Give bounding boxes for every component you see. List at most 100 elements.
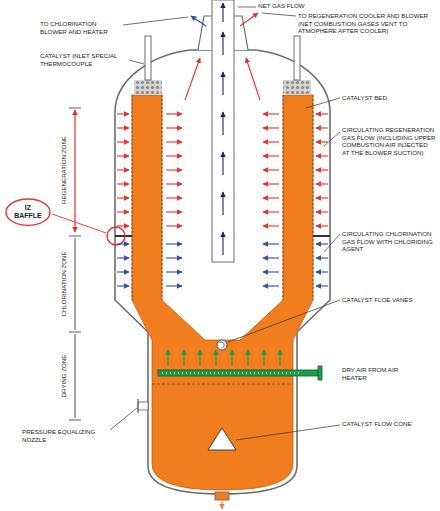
part-label: CATALYST BED	[342, 94, 436, 102]
gas-flow-arrow	[316, 197, 328, 198]
gas-flow-arrow	[166, 257, 182, 258]
gas-flow-arrow	[316, 211, 328, 212]
gas-flow-arrow	[222, 152, 223, 175]
gas-flow-arrow	[263, 155, 279, 156]
gas-flow-arrow	[166, 271, 182, 272]
catalyst-inlet-pipe	[294, 36, 300, 80]
gas-flow-arrow	[117, 225, 129, 226]
leader-line	[228, 300, 340, 342]
gas-flow-arrow	[316, 141, 328, 142]
gas-flow-arrow	[117, 183, 129, 184]
gas-flow-arrow	[263, 127, 279, 128]
flow-vane-swirl	[219, 342, 224, 348]
leader-line	[236, 425, 340, 440]
gas-flow-arrow	[263, 243, 279, 244]
leader-line	[324, 132, 340, 146]
leader-line	[129, 60, 144, 64]
gas-flow-arrow	[247, 350, 248, 366]
zone-label: REGENERATION ZONE	[60, 136, 68, 204]
gas-flow-arrow	[117, 257, 129, 258]
gas-flow-arrow	[166, 113, 182, 114]
gas-flow-arrow	[316, 271, 328, 272]
zone-tick	[69, 420, 81, 421]
zone-bracket	[74, 110, 75, 232]
gas-flow-arrow	[183, 350, 184, 366]
gas-flow-arrow	[279, 350, 280, 366]
gas-flow-arrow	[221, 500, 222, 509]
distributor-line	[152, 384, 293, 385]
leader-line	[324, 234, 340, 252]
gas-flow-arrow	[117, 141, 129, 142]
gas-flow-arrow	[166, 197, 182, 198]
callout-text-box: IZ BAFFLE	[14, 204, 42, 221]
part-label: CATALYST FLOE VANES	[342, 296, 436, 304]
gas-flow-arrow	[316, 169, 328, 170]
gas-flow-arrow	[166, 155, 182, 156]
catalyst-outlet	[215, 492, 229, 500]
leader-line	[123, 17, 188, 25]
gas-flow-arrow	[117, 113, 129, 114]
callout-oval: IZ BAFFLE	[5, 198, 51, 226]
gas-flow-arrow	[316, 285, 328, 286]
gas-flow-arrow	[166, 169, 182, 170]
gas-flow-arrow	[263, 197, 279, 198]
zone-bracket	[75, 238, 76, 330]
callout-text: IZ BAFFLE	[14, 204, 42, 221]
part-label: CATALYST FLOW CONE	[342, 420, 412, 428]
gas-flow-arrow	[191, 16, 206, 26]
gas-flow-arrow	[166, 127, 182, 128]
center-pipe	[212, 0, 234, 262]
leader-line	[238, 7, 256, 8]
gas-flow-arrow	[263, 141, 279, 142]
highlight-circle	[107, 227, 125, 245]
flow-label: CIRCULATING REGENERATION GAS FLOW (INCLU…	[342, 126, 436, 156]
leader-line	[306, 98, 340, 108]
catalyst-inlet-gravel	[283, 80, 311, 95]
leader-line	[262, 13, 296, 16]
gas-flow-arrow	[166, 285, 182, 286]
gas-flow-arrow	[167, 350, 168, 366]
gas-flow-arrow	[222, 112, 223, 135]
inner-screen	[162, 95, 163, 300]
iz-baffle	[115, 235, 132, 237]
flow-label: NET GAS FLOW	[258, 2, 322, 10]
gas-flow-arrow	[117, 243, 129, 244]
outer-screen	[132, 95, 133, 300]
gas-flow-arrow	[316, 225, 328, 226]
flow-label: TO REGENERATION COOLER AND BLOWER (NET C…	[298, 12, 436, 35]
catalyst-inlet-gravel	[134, 80, 162, 95]
flow-label: CIRCULATING CHLORINATION GAS FLOW WITH C…	[342, 230, 436, 253]
equalizing-nozzle	[138, 402, 148, 410]
gas-flow-arrow	[117, 169, 129, 170]
zone-label: CHLORINATION ZONE	[60, 251, 68, 316]
gas-flow-arrow	[316, 243, 328, 244]
pipe-holes	[162, 373, 300, 374]
gas-flow-arrow	[263, 350, 264, 366]
gas-flow-arrow	[316, 127, 328, 128]
gas-flow-arrow	[222, 72, 223, 95]
nozzle-flange	[137, 399, 138, 413]
gas-flow-arrow	[222, 192, 223, 215]
gas-flow-arrow	[166, 141, 182, 142]
zone-tick	[69, 108, 81, 109]
flow-label: DRY AIR FROM AIR HEATER	[342, 366, 422, 381]
dry-air-pipe	[158, 370, 318, 376]
part-label: CATALYST INLET SPECIAL THERMOCOUPLE	[40, 52, 126, 67]
zone-label: DRYING ZONE	[60, 355, 68, 398]
gas-flow-arrow	[222, 32, 223, 55]
zone-bracket	[75, 334, 76, 418]
gas-flow-arrow	[316, 257, 328, 258]
flow-cone	[208, 428, 236, 450]
gas-flow-arrow	[263, 211, 279, 212]
gas-flow-arrow	[117, 155, 129, 156]
vessel-shell	[115, 50, 330, 494]
zone-tick	[69, 236, 81, 237]
gas-flow-arrow	[166, 211, 182, 212]
oval-shape	[6, 199, 50, 225]
flow-label: TO CHLORINATION BLOWER AND HEATER	[40, 20, 120, 35]
gas-flow-arrow	[316, 183, 328, 184]
gas-flow-arrow	[215, 350, 216, 366]
gas-flow-arrow	[166, 243, 182, 244]
gas-flow-arrow	[117, 197, 129, 198]
